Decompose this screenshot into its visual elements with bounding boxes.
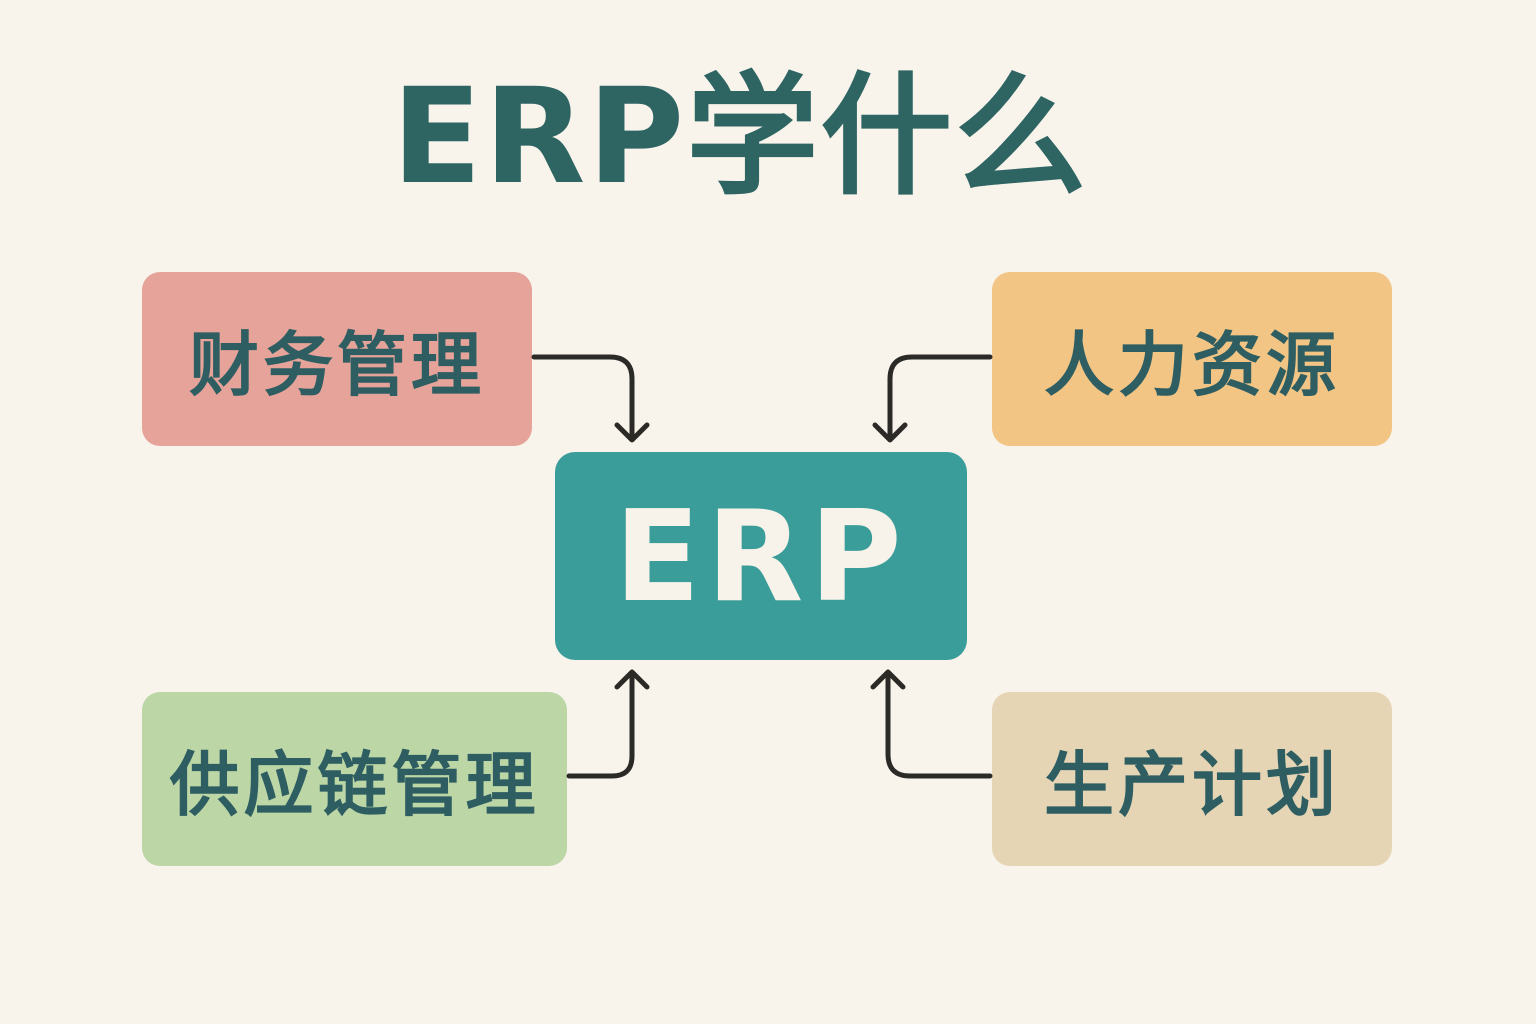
module-hr-label: 人力资源 (1044, 323, 1340, 406)
module-finance: 财务管理 (142, 272, 532, 446)
module-production-label: 生产计划 (1044, 743, 1340, 826)
erp-center-node: ERP (555, 452, 967, 660)
page-title: ERP学什么 (391, 60, 1089, 214)
arrow-finance-to-erp (531, 354, 650, 443)
module-production: 生产计划 (992, 692, 1392, 866)
module-hr: 人力资源 (992, 272, 1392, 446)
arrow-hr-to-erp (872, 354, 993, 443)
erp-center-label: ERP (614, 482, 908, 630)
module-supply-chain-label: 供应链管理 (169, 743, 540, 826)
arrow-production-to-erp (870, 669, 993, 779)
module-supply-chain: 供应链管理 (142, 692, 567, 866)
module-finance-label: 财务管理 (189, 323, 485, 406)
arrow-scm-to-erp (566, 669, 650, 779)
